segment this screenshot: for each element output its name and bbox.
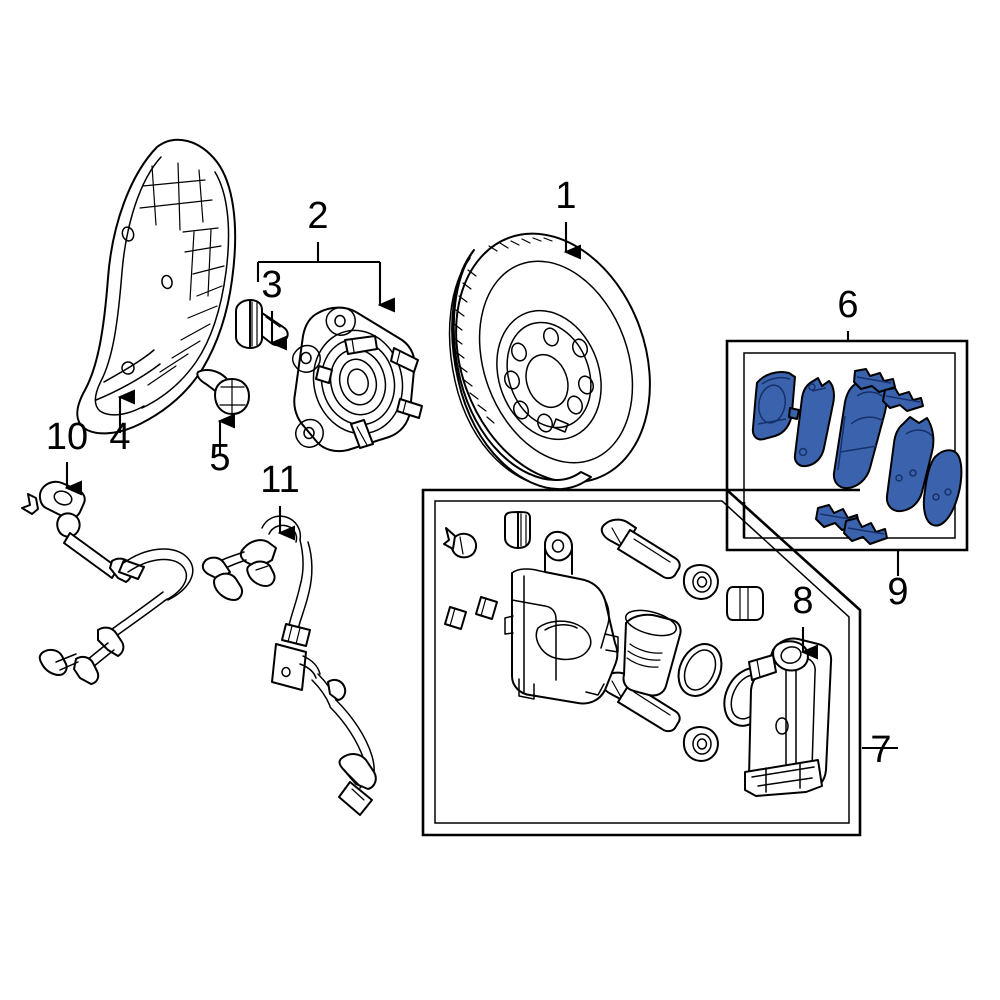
- callout-2: 2: [307, 195, 328, 237]
- caliper-piston: [622, 609, 682, 697]
- wheel-hub-assembly: [292, 306, 423, 453]
- callout-4: 4: [109, 416, 130, 458]
- caliper-assembly-parts: [443, 511, 833, 797]
- box-diagonal-connector: [727, 488, 860, 538]
- callout-numbers: 1 2 3 4 5 6 7 8 9 10 11: [46, 175, 909, 771]
- caliper-inner-box: [434, 500, 850, 824]
- caliper-outer-box: [421, 488, 862, 837]
- brake-splash-shield: [76, 138, 237, 435]
- pad-kit-inner-box: [743, 352, 956, 539]
- callout-leaders: [64, 222, 900, 750]
- hub-mounting-bolt: [235, 299, 289, 349]
- callout-1: 1: [555, 175, 576, 217]
- brake-hose: [21, 480, 194, 685]
- callout-6: 6: [837, 284, 858, 326]
- brake-rotor-disc: [448, 232, 651, 491]
- callout-11: 11: [260, 459, 299, 501]
- callout-10: 10: [46, 416, 88, 458]
- brake-caliper-body: [504, 530, 619, 705]
- callout-7: 7: [870, 729, 891, 771]
- abs-wheel-speed-sensor: [201, 515, 377, 816]
- caliper-mounting-bracket: [744, 637, 833, 797]
- pad-kit-outer-box: [725, 339, 969, 552]
- shield-screw: [196, 369, 250, 415]
- callout-9: 9: [887, 571, 908, 613]
- callout-8: 8: [792, 580, 813, 622]
- callout-5: 5: [209, 437, 230, 479]
- wheel-studs: [315, 335, 423, 449]
- callout-3: 3: [261, 264, 282, 306]
- brake-pad-kit: [751, 368, 963, 545]
